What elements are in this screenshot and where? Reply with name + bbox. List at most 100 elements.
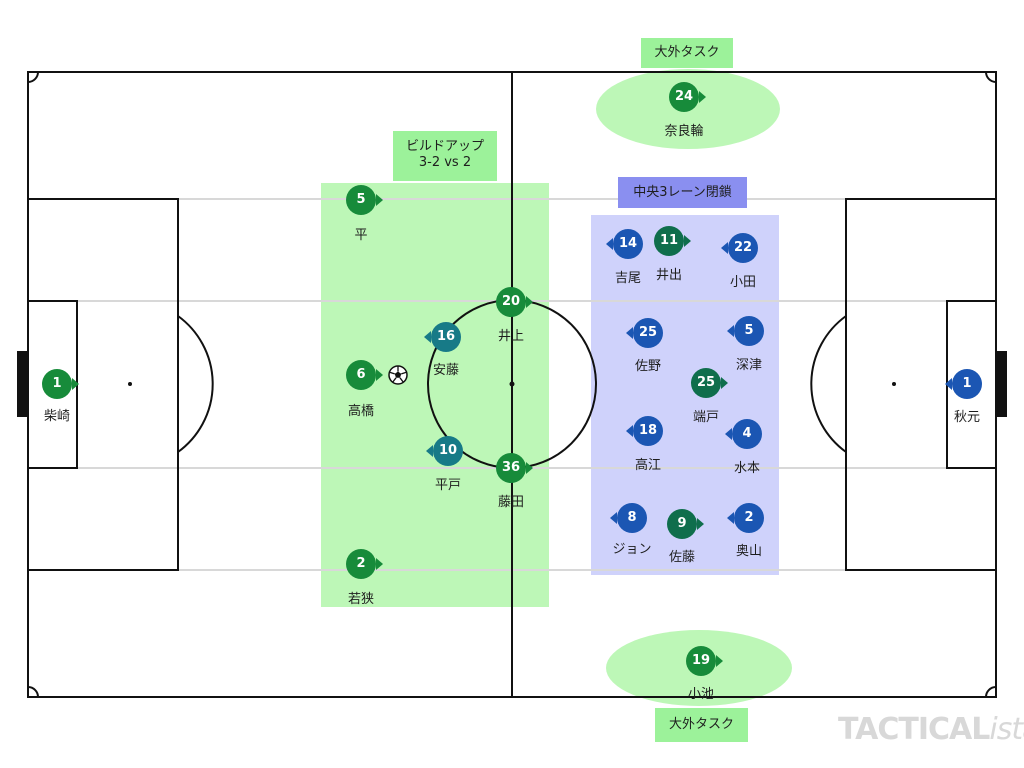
player-number: 20 <box>496 287 526 317</box>
player-name: 高橋 <box>347 404 375 419</box>
player-number: 24 <box>669 82 699 112</box>
player-marker: 19 <box>686 646 723 676</box>
player-marker: 8 <box>610 503 647 533</box>
player-number: 5 <box>346 185 376 215</box>
direction-arrow-icon <box>721 377 728 389</box>
direction-arrow-icon <box>526 296 533 308</box>
player-name: 奥山 <box>735 544 763 559</box>
direction-arrow-icon <box>697 518 704 530</box>
player-marker: 24 <box>669 82 706 112</box>
player-marker: 1 <box>945 369 982 399</box>
player-number: 22 <box>728 233 758 263</box>
direction-arrow-icon <box>376 369 383 381</box>
player-marker: 2 <box>346 549 383 579</box>
player-name: 安藤 <box>432 363 460 378</box>
direction-arrow-icon <box>727 325 734 337</box>
direction-arrow-icon <box>376 194 383 206</box>
direction-arrow-icon <box>721 242 728 254</box>
build-up-tag: ビルドアップ 3-2 vs 2 <box>393 131 497 181</box>
player-number: 11 <box>654 226 684 256</box>
direction-arrow-icon <box>426 445 433 457</box>
player-name: 若狭 <box>347 592 375 607</box>
player-marker: 36 <box>496 453 533 483</box>
player-name: 吉尾 <box>614 271 642 286</box>
player-name: 小池 <box>687 687 715 702</box>
player-number: 10 <box>433 436 463 466</box>
player-number: 2 <box>346 549 376 579</box>
player-marker: 11 <box>654 226 691 256</box>
direction-arrow-icon <box>626 327 633 339</box>
direction-arrow-icon <box>727 512 734 524</box>
player-name: 平戸 <box>434 478 462 493</box>
player-marker: 4 <box>725 419 762 449</box>
player-name: 佐野 <box>634 359 662 374</box>
direction-arrow-icon <box>945 378 952 390</box>
direction-arrow-icon <box>610 512 617 524</box>
player-name: 深津 <box>735 358 763 373</box>
player-name: 井出 <box>655 268 683 283</box>
player-number: 5 <box>734 316 764 346</box>
goals <box>17 351 1007 417</box>
direction-arrow-icon <box>699 91 706 103</box>
build-up-zone <box>321 183 549 607</box>
player-marker: 20 <box>496 287 533 317</box>
player-marker: 9 <box>667 509 704 539</box>
player-name: 佐藤 <box>668 550 696 565</box>
player-number: 18 <box>633 416 663 446</box>
player-marker: 22 <box>721 233 758 263</box>
watermark-suffix: ista <box>989 712 1024 747</box>
player-number: 6 <box>346 360 376 390</box>
direction-arrow-icon <box>526 462 533 474</box>
player-marker: 10 <box>426 436 463 466</box>
player-number: 1 <box>952 369 982 399</box>
player-number: 19 <box>686 646 716 676</box>
player-marker: 18 <box>626 416 663 446</box>
player-number: 36 <box>496 453 526 483</box>
direction-arrow-icon <box>72 378 79 390</box>
player-number: 2 <box>734 503 764 533</box>
direction-arrow-icon <box>376 558 383 570</box>
player-name: 端戸 <box>692 410 720 425</box>
player-number: 9 <box>667 509 697 539</box>
center-block-tag: 中央3レーン閉鎖 <box>618 177 747 208</box>
player-marker: 14 <box>606 229 643 259</box>
player-marker: 25 <box>691 368 728 398</box>
player-marker: 1 <box>42 369 79 399</box>
player-marker: 2 <box>727 503 764 533</box>
pitch-spots <box>128 381 896 387</box>
player-number: 14 <box>613 229 643 259</box>
player-number: 8 <box>617 503 647 533</box>
player-name: 小田 <box>729 275 757 290</box>
direction-arrow-icon <box>684 235 691 247</box>
player-marker: 5 <box>346 185 383 215</box>
watermark-main: TACTICAL <box>838 712 990 747</box>
player-marker: 5 <box>727 316 764 346</box>
player-number: 25 <box>691 368 721 398</box>
direction-arrow-icon <box>626 425 633 437</box>
player-marker: 16 <box>424 322 461 352</box>
direction-arrow-icon <box>424 331 431 343</box>
player-number: 1 <box>42 369 72 399</box>
direction-arrow-icon <box>606 238 613 250</box>
wide-task-tag-top: 大外タスク <box>641 38 733 68</box>
player-name: 井上 <box>497 329 525 344</box>
player-name: 藤田 <box>497 495 525 510</box>
wide-task-tag-bottom: 大外タスク <box>655 708 748 742</box>
ball-icon <box>388 365 408 385</box>
player-number: 4 <box>732 419 762 449</box>
player-name: 柴崎 <box>43 409 71 424</box>
player-name: ジョン <box>612 542 652 557</box>
player-marker: 25 <box>626 318 663 348</box>
player-name: 平 <box>354 228 368 243</box>
player-name: 高江 <box>634 458 662 473</box>
player-number: 16 <box>431 322 461 352</box>
player-name: 秋元 <box>953 410 981 425</box>
player-number: 25 <box>633 318 663 348</box>
direction-arrow-icon <box>725 428 732 440</box>
direction-arrow-icon <box>716 655 723 667</box>
player-marker: 6 <box>346 360 383 390</box>
player-name: 水本 <box>733 461 761 476</box>
player-name: 奈良輪 <box>664 124 704 139</box>
watermark: TACTICALista <box>838 712 1024 747</box>
